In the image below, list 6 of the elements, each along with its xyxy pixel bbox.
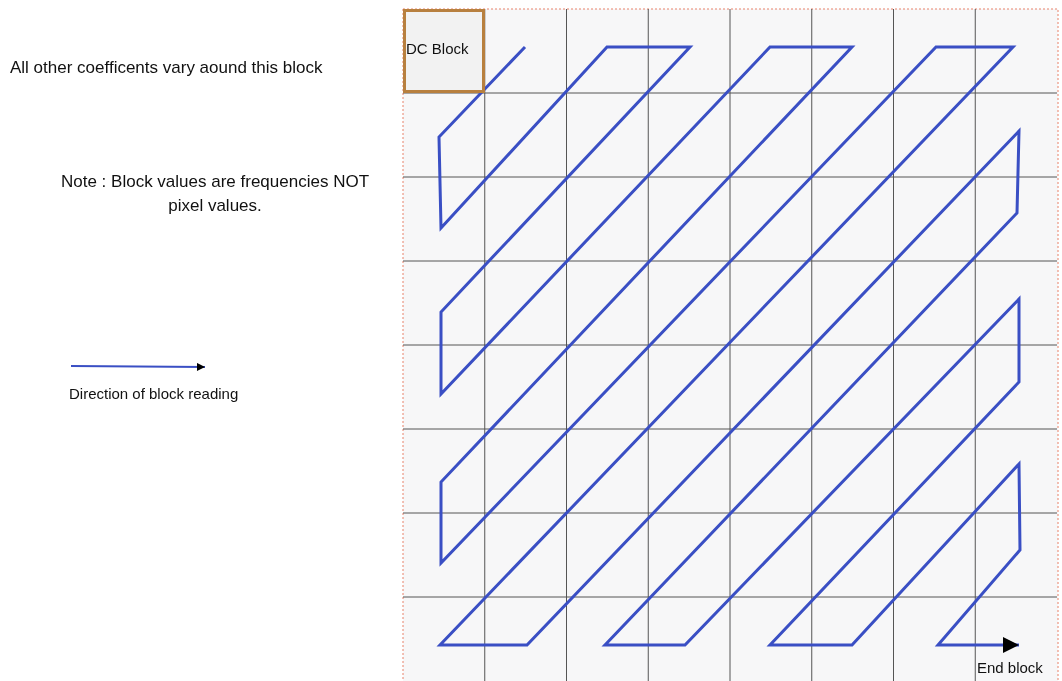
annotation-text: All other coefficents vary aound this block [10, 57, 324, 79]
zigzag-scan-arrow [436, 45, 1022, 653]
dc-block: DC Block [403, 9, 485, 93]
end-label: End block [977, 657, 1061, 679]
legend-text: Direction of block reading [69, 384, 239, 404]
note-text: Note : Block values are frequencies NOT pixel values. [60, 171, 370, 217]
